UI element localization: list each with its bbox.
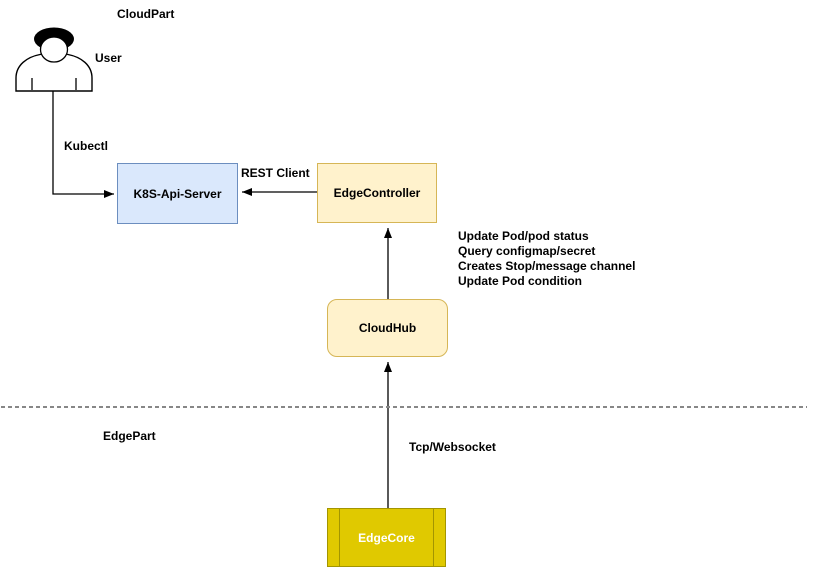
node-cloudhub: CloudHub <box>327 299 448 357</box>
node-cloudhub-label: CloudHub <box>358 321 417 335</box>
node-edgecore-label: EdgeCore <box>358 530 415 545</box>
rest-client-label: REST Client <box>241 166 310 180</box>
cloudhub-edgecontroller-annotation: Update Pod/pod status Query configmap/se… <box>458 229 635 289</box>
user-label: User <box>95 51 122 65</box>
annotation-line: Update Pod condition <box>458 274 582 288</box>
edgecore-process-line-right <box>433 509 434 566</box>
node-edgecore: EdgeCore <box>327 508 446 567</box>
node-edgecontroller-label: EdgeController <box>333 186 421 200</box>
node-k8s-api-server: K8S-Api-Server <box>117 163 238 224</box>
node-edgecontroller: EdgeController <box>317 163 437 223</box>
kubectl-label: Kubectl <box>64 139 109 153</box>
cloud-part-label: CloudPart <box>117 7 175 21</box>
tcp-websocket-label: Tcp/Websocket <box>409 440 496 454</box>
user-actor-icon <box>15 27 93 92</box>
edgecore-process-line-left <box>339 509 340 566</box>
annotation-line: Update Pod/pod status <box>458 229 589 243</box>
annotation-line: Query configmap/secret <box>458 244 596 258</box>
annotation-line: Creates Stop/message channel <box>458 259 636 273</box>
actor-face <box>39 36 69 63</box>
node-k8s-api-server-label: K8S-Api-Server <box>133 186 222 201</box>
edge-part-label: EdgePart <box>103 429 156 443</box>
